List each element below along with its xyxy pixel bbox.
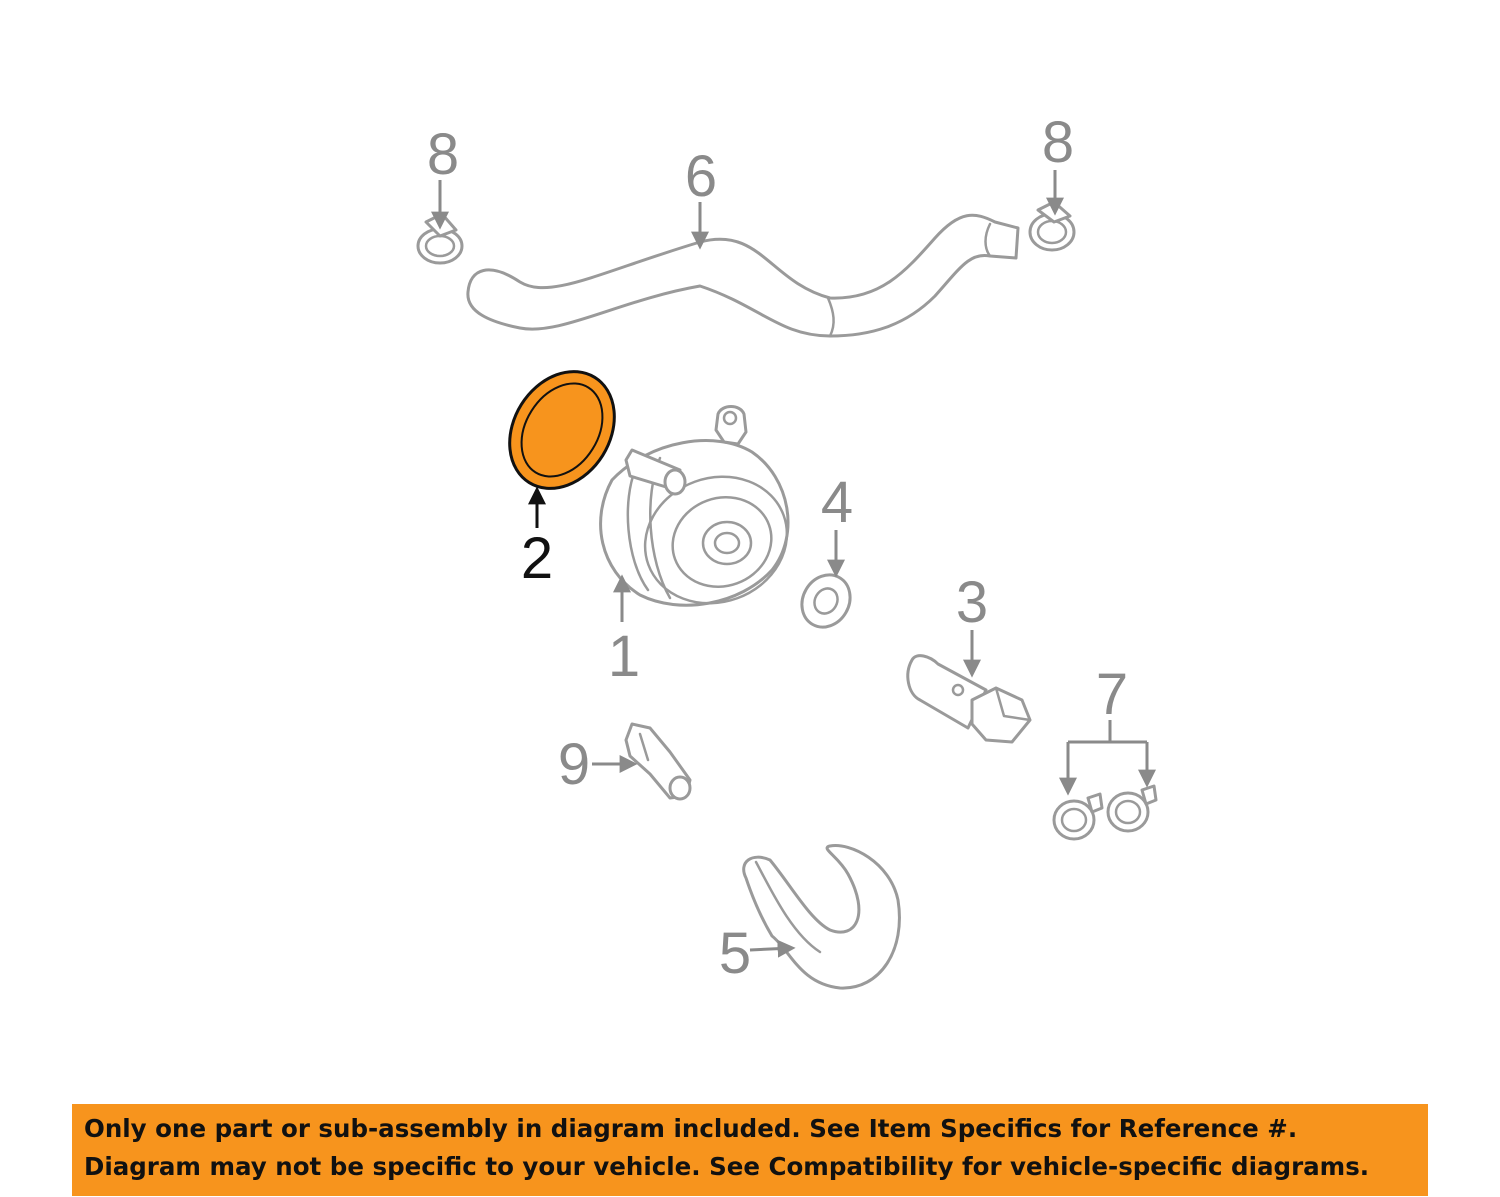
- callout-7: 7: [1096, 662, 1128, 727]
- hose-clamp-right-part-8: [1028, 200, 1076, 252]
- hose-part-6: [466, 213, 1020, 338]
- washer-part-4: [800, 573, 852, 629]
- callout-8-left: 8: [427, 122, 459, 187]
- hose-part-5: [742, 844, 901, 990]
- hose-clamp-part-7: [1052, 784, 1158, 841]
- parts-diagram: 8 8 6 2 1 4 3 7 9 5: [416, 110, 1158, 990]
- callout-4: 4: [821, 470, 853, 535]
- disclaimer-banner: Only one part or sub-assembly in diagram…: [72, 1104, 1428, 1196]
- callout-5: 5: [719, 921, 751, 986]
- union-bolt-part-3: [906, 654, 1032, 744]
- callout-8-right: 8: [1042, 110, 1074, 175]
- callout-1: 1: [608, 624, 640, 689]
- leader-7: [1059, 720, 1156, 796]
- disclaimer-line-1: Only one part or sub-assembly in diagram…: [84, 1114, 1298, 1143]
- gasket-part-2: [508, 370, 616, 490]
- callout-9: 9: [558, 732, 590, 797]
- callout-6: 6: [685, 144, 717, 209]
- leader-5: [749, 939, 796, 958]
- oil-cooler-part-1: [599, 405, 790, 607]
- fitting-part-9: [624, 722, 692, 801]
- disclaimer-line-2: Diagram may not be specific to your vehi…: [84, 1152, 1370, 1181]
- callout-3: 3: [956, 570, 988, 635]
- callout-2: 2: [521, 526, 553, 591]
